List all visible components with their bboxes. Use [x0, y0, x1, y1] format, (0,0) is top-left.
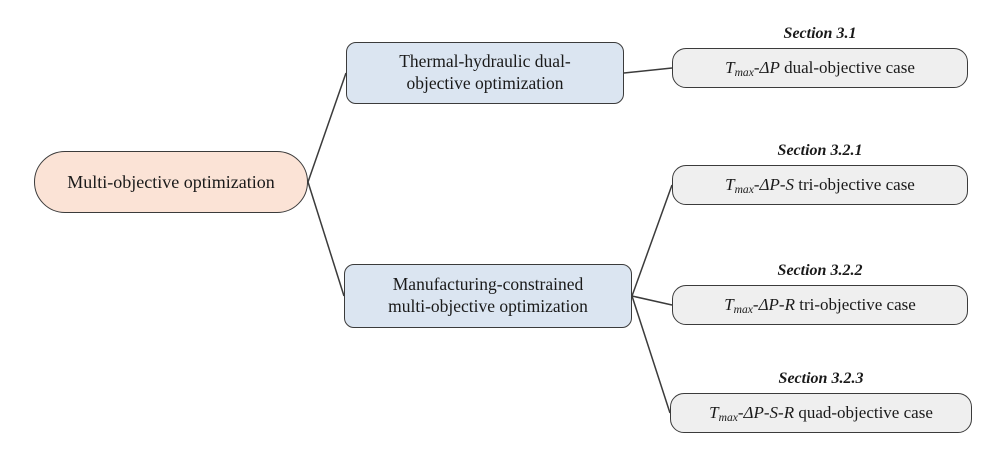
leaf-group-section-3-2-2: Section 3.2.2 Tmax-ΔP-R tri-objective ca… — [672, 260, 968, 325]
var-subscript-max: max — [733, 302, 753, 316]
branch-label-line2: objective optimization — [406, 73, 564, 93]
leaf-group-section-3-2-3: Section 3.2.3 Tmax-ΔP-S-R quad-objective… — [670, 368, 972, 433]
math-objectives: -ΔP-R — [752, 295, 795, 314]
connector-manufacturing-3-2-1 — [631, 184, 673, 297]
connector-thermal-leaf-3-1 — [623, 67, 673, 74]
var-T: T — [725, 175, 735, 194]
var-subscript-max: max — [734, 182, 754, 196]
leaf-node: Tmax-ΔP-R tri-objective case — [672, 285, 968, 325]
var-T: T — [724, 295, 734, 314]
var-subscript-max: max — [734, 65, 754, 79]
root-node: Multi-objective optimization — [34, 151, 308, 213]
section-label: Section 3.2.1 — [777, 142, 863, 159]
connector-manufacturing-3-2-3 — [631, 295, 671, 414]
branch-label-line1: Manufacturing-constrained — [392, 274, 584, 295]
leaf-node: Tmax-ΔP-S-R quad-objective case — [670, 393, 972, 433]
leaf-label: Tmax-ΔP dual-objective case — [725, 58, 915, 78]
leaf-node: Tmax-ΔP-S tri-objective case — [672, 165, 968, 205]
leaf-group-section-3-2-1: Section 3.2.1 Tmax-ΔP-S tri-objective ca… — [672, 140, 968, 205]
root-label: Multi-objective optimization — [67, 171, 275, 192]
math-objectives: -ΔP-S-R — [737, 403, 795, 422]
math-objectives: -ΔP-S — [753, 175, 795, 194]
branch-node-manufacturing-constrained: Manufacturing-constrained multi-objectiv… — [344, 264, 632, 328]
var-subscript-max: max — [718, 410, 738, 424]
var-T: T — [725, 58, 735, 77]
case-description: tri-objective case — [794, 295, 916, 314]
branch-label-line2: multi-objective optimization — [388, 296, 588, 316]
case-description: tri-objective case — [794, 175, 915, 194]
leaf-node: Tmax-ΔP dual-objective case — [672, 48, 968, 88]
branch-node-thermal-hydraulic: Thermal-hydraulic dual- objective optimi… — [346, 42, 624, 104]
leaf-label: Tmax-ΔP-S tri-objective case — [725, 175, 915, 195]
connector-root-thermal — [307, 72, 347, 183]
connector-manufacturing-3-2-2 — [631, 295, 673, 306]
var-T: T — [709, 403, 719, 422]
branch-label-line1: Thermal-hydraulic dual- — [399, 51, 571, 72]
leaf-label: Tmax-ΔP-S-R quad-objective case — [709, 403, 933, 423]
section-label: Section 3.2.3 — [778, 370, 864, 387]
branch-label: Thermal-hydraulic dual- objective optimi… — [399, 51, 571, 95]
leaf-group-section-3-1: Section 3.1 Tmax-ΔP dual-objective case — [672, 23, 968, 88]
leaf-label: Tmax-ΔP-R tri-objective case — [724, 295, 916, 315]
case-description: dual-objective case — [779, 58, 915, 77]
branch-label: Manufacturing-constrained multi-objectiv… — [388, 274, 588, 318]
section-label: Section 3.2.2 — [777, 262, 863, 279]
case-description: quad-objective case — [794, 403, 933, 422]
section-label: Section 3.1 — [783, 25, 857, 42]
math-objectives: -ΔP — [753, 58, 780, 77]
connector-root-manufacturing — [307, 181, 345, 297]
